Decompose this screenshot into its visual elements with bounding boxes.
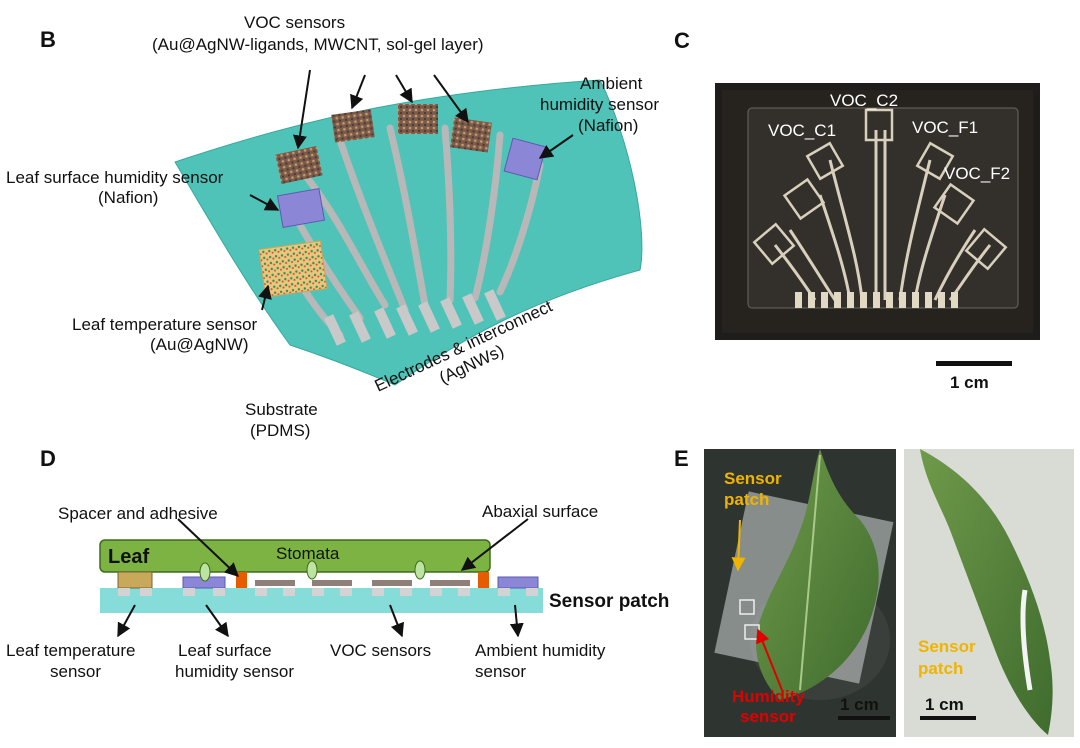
contact-pads	[324, 289, 506, 346]
humidity-label-e: Humidity	[732, 687, 805, 706]
leaf-surface-label-1: Leaf surface humidity sensor	[6, 168, 224, 187]
leaf-surface-d-2: humidity sensor	[175, 662, 294, 681]
tomato-leaf-right	[920, 449, 1053, 735]
substrate-label-2: (PDMS)	[250, 421, 310, 440]
panel-d-arrows	[117, 518, 529, 638]
panel-e: E Sensor patch Humidity sensor 1 cm Sens…	[674, 446, 1074, 737]
stomata-d	[199, 560, 426, 582]
voc-sensor-blocks	[275, 104, 492, 185]
tomato-leaf-left	[756, 449, 879, 700]
ambient-label-3: (Nafion)	[578, 116, 638, 135]
panel-b: B	[6, 13, 659, 440]
spacer-adhesive-label: Spacer and adhesive	[58, 504, 218, 523]
panel-c: C	[674, 28, 1040, 392]
leaf-label: Leaf	[108, 546, 149, 568]
leaf-surface-humidity-block	[276, 188, 326, 228]
photo-c-traces	[773, 130, 992, 301]
panel-label-e: E	[674, 446, 689, 471]
temp-block-d	[117, 571, 153, 589]
sensor-label-e2: sensor	[740, 707, 796, 726]
scale-bar-e2	[920, 716, 976, 720]
leaf-temp-d-1: Leaf temperature	[6, 641, 135, 660]
spacer-left	[236, 572, 247, 588]
substrate-label-1: Substrate	[245, 400, 318, 419]
scale-label-e2: 1 cm	[925, 695, 964, 714]
panel-label-b: B	[40, 27, 56, 52]
panel-b-arrows	[249, 69, 574, 311]
leaf-temp-label-2: (Au@AgNW)	[150, 335, 249, 354]
voc-sensors-title: VOC sensors	[244, 13, 345, 32]
voc-f2-label: VOC_F2	[944, 164, 1010, 183]
ambient-block-d	[497, 576, 539, 589]
ambient-humidity-block	[503, 137, 547, 181]
voc-sensors-materials: (Au@AgNW-ligands, MWCNT, sol-gel layer)	[152, 35, 484, 54]
scale-bar-c	[936, 361, 1012, 366]
sensor-label-e1: Sensor	[724, 469, 782, 488]
leaf-layer	[99, 539, 491, 573]
photo-c-pads	[795, 292, 958, 308]
photo-c-sensor-pads	[752, 108, 1008, 271]
scale-label-c: 1 cm	[950, 373, 989, 392]
ambient-label-1: Ambient	[580, 74, 643, 93]
patch-label-e1: patch	[724, 490, 769, 509]
ambient-d-1: Ambient humidity	[475, 641, 606, 660]
panel-d: D	[6, 446, 669, 681]
leaf-surface-d-1: Leaf surface	[178, 641, 272, 660]
ambient-d-2: sensor	[475, 662, 526, 681]
leaf-temperature-block	[258, 240, 328, 298]
voc-f1-label: VOC_F1	[912, 118, 978, 137]
ambient-label-2: humidity sensor	[540, 95, 659, 114]
voc-sensors-d: VOC sensors	[330, 641, 431, 660]
stomata-label: Stomata	[276, 544, 340, 563]
patch-label-e2: patch	[918, 659, 963, 678]
leaf-temp-label-1: Leaf temperature sensor	[72, 315, 258, 334]
voc-c2-label: VOC_C2	[830, 91, 898, 110]
panel-label-d: D	[40, 446, 56, 471]
sensor-label-e3: Sensor	[918, 637, 976, 656]
scale-label-e1: 1 cm	[840, 695, 879, 714]
leaf-temp-d-2: sensor	[50, 662, 101, 681]
voc-c1-label: VOC_C1	[768, 121, 836, 140]
panel-label-c: C	[674, 28, 690, 53]
sensor-patch-label: Sensor patch	[549, 591, 669, 612]
voc-blocks-d	[255, 580, 470, 586]
leaf-surface-label-2: (Nafion)	[98, 188, 158, 207]
electrode-pads-d	[118, 588, 538, 596]
scale-bar-e1	[838, 716, 890, 720]
abaxial-surface-label: Abaxial surface	[482, 502, 598, 521]
spacer-right	[478, 572, 489, 588]
